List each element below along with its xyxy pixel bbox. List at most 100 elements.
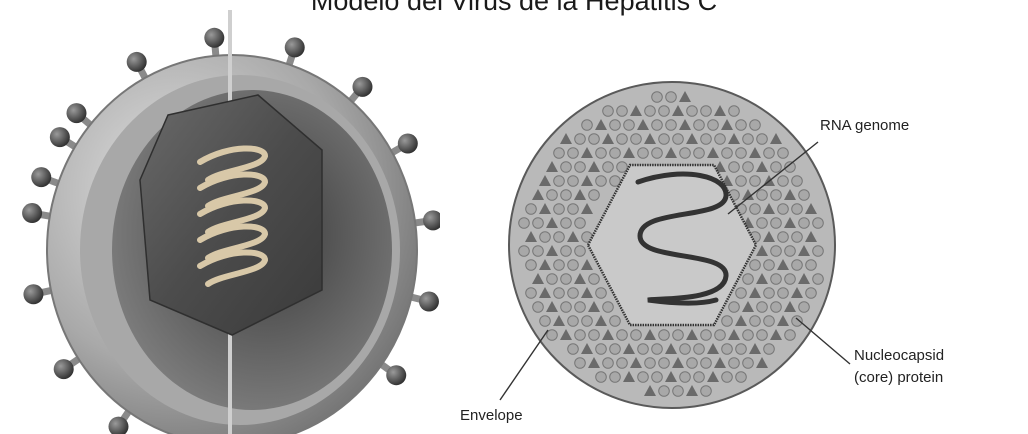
core-protein-circle (666, 120, 677, 131)
core-protein-circle (757, 190, 768, 201)
core-protein-circle (813, 218, 824, 229)
core-protein-circle (575, 162, 586, 173)
core-protein-circle (764, 148, 775, 159)
spike-knob-icon (23, 284, 43, 304)
core-protein-circle (666, 92, 677, 103)
core-protein-circle (596, 288, 607, 299)
core-protein-circle (554, 260, 565, 271)
core-protein-circle (750, 316, 761, 327)
core-protein-circle (652, 148, 663, 159)
core-protein-circle (554, 204, 565, 215)
core-protein-circle (729, 106, 740, 117)
core-protein-circle (785, 274, 796, 285)
core-protein-circle (617, 134, 628, 145)
core-protein-circle (680, 148, 691, 159)
core-protein-circle (638, 344, 649, 355)
core-protein-circle (715, 134, 726, 145)
core-protein-circle (799, 190, 810, 201)
core-protein-circle (617, 106, 628, 117)
core-protein-circle (750, 204, 761, 215)
core-protein-circle (694, 344, 705, 355)
core-protein-circle (736, 176, 747, 187)
core-protein-circle (589, 330, 600, 341)
core-protein-circle (757, 330, 768, 341)
core-protein-circle (813, 274, 824, 285)
spike-knob-icon (419, 292, 439, 312)
core-protein-circle (561, 302, 572, 313)
core-protein-circle (596, 344, 607, 355)
spike-knob-icon (31, 167, 51, 187)
core-protein-circle (750, 120, 761, 131)
core-protein-circle (743, 162, 754, 173)
core-protein-circle (736, 344, 747, 355)
core-protein-circle (568, 288, 579, 299)
core-protein-circle (771, 190, 782, 201)
core-protein-circle (617, 330, 628, 341)
core-protein-circle (589, 134, 600, 145)
core-protein-circle (729, 302, 740, 313)
core-protein-circle (771, 162, 782, 173)
spike-knob-icon (22, 203, 42, 223)
core-protein-circle (785, 330, 796, 341)
core-protein-circle (715, 330, 726, 341)
spike-knob-icon (398, 134, 418, 154)
core-protein-circle (764, 288, 775, 299)
core-protein-circle (568, 260, 579, 271)
rna-genome-label: RNA genome (820, 117, 909, 134)
core-protein-circle (617, 358, 628, 369)
core-protein-circle (813, 246, 824, 257)
core-protein-circle (540, 316, 551, 327)
core-protein-circle (610, 372, 621, 383)
core-protein-circle (687, 106, 698, 117)
core-protein-circle (771, 302, 782, 313)
nucleocapsid-label-line2: (core) protein (854, 369, 943, 386)
core-protein-circle (547, 274, 558, 285)
core-protein-circle (673, 134, 684, 145)
core-protein-circle (568, 204, 579, 215)
core-protein-circle (722, 372, 733, 383)
core-protein-circle (526, 204, 537, 215)
core-protein-circle (519, 218, 530, 229)
core-protein-circle (540, 232, 551, 243)
core-protein-circle (771, 218, 782, 229)
core-protein-circle (624, 120, 635, 131)
core-protein-circle (652, 372, 663, 383)
core-protein-circle (743, 134, 754, 145)
core-protein-circle (645, 358, 656, 369)
core-protein-circle (729, 162, 740, 173)
core-protein-circle (743, 330, 754, 341)
core-protein-circle (526, 288, 537, 299)
core-protein-circle (582, 316, 593, 327)
envelope-leader (500, 330, 548, 400)
core-protein-circle (736, 288, 747, 299)
core-protein-circle (778, 204, 789, 215)
core-protein-circle (547, 330, 558, 341)
core-protein-circle (561, 274, 572, 285)
core-protein-circle (764, 260, 775, 271)
core-protein-circle (694, 120, 705, 131)
core-protein-circle (631, 134, 642, 145)
core-protein-circle (575, 358, 586, 369)
core-protein-circle (694, 372, 705, 383)
core-protein-circle (638, 372, 649, 383)
virus-schematic-diagram: RNA genome Nucleocapsid (core) protein E… (440, 0, 1028, 434)
core-protein-circle (736, 372, 747, 383)
core-protein-circle (575, 302, 586, 313)
core-protein-circle (757, 302, 768, 313)
core-protein-circle (554, 176, 565, 187)
nucleocapsid-label-line1: Nucleocapsid (854, 347, 944, 364)
core-protein-circle (799, 302, 810, 313)
core-protein-circle (603, 302, 614, 313)
core-protein-circle (680, 344, 691, 355)
core-protein-circle (561, 246, 572, 257)
core-protein-circle (785, 246, 796, 257)
core-protein-circle (610, 120, 621, 131)
hexagonal-capsid-icon (140, 95, 322, 335)
core-protein-circle (778, 148, 789, 159)
core-protein-circle (694, 148, 705, 159)
core-protein-circle (659, 106, 670, 117)
core-protein-circle (659, 134, 670, 145)
core-protein-circle (778, 288, 789, 299)
spike-knob-icon (54, 359, 74, 379)
virus-3d-cutaway-illustration (0, 0, 440, 434)
